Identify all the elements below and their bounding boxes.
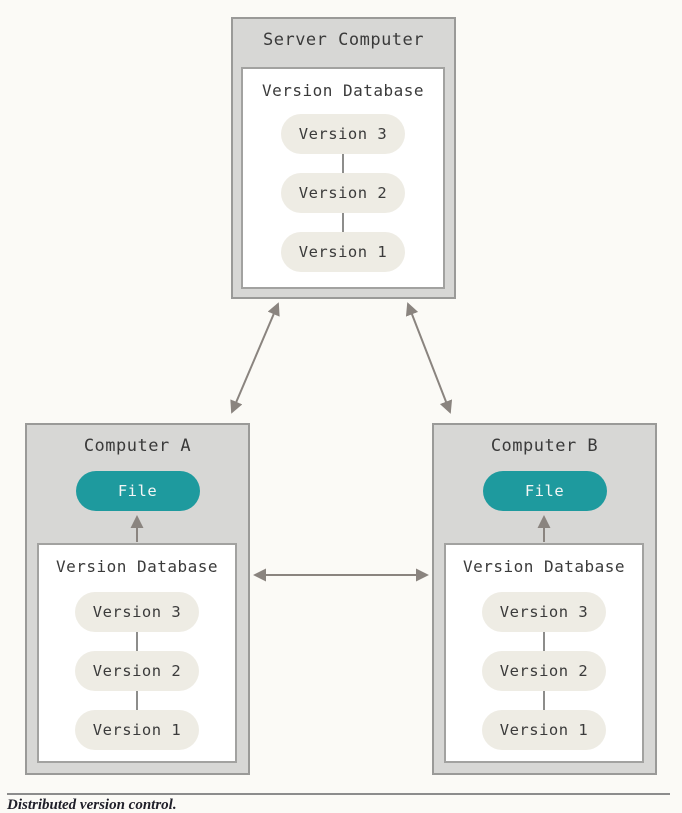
sync-arrow-server-computer-b [405, 302, 453, 414]
computer-a-version-1-pill: Version 1 [75, 710, 199, 750]
version-connector-line [543, 632, 545, 651]
computer-a-version-3-pill: Version 3 [75, 592, 199, 632]
version-connector-line [543, 691, 545, 710]
computer-a-title: Computer A [83, 436, 192, 456]
server-version-database-title: Version Database [261, 81, 425, 100]
server-version-2-pill: Version 2 [281, 173, 405, 213]
computer-a-version-database-title: Version Database [55, 557, 219, 576]
computer-b-version-1-pill: Version 1 [482, 710, 606, 750]
computer-a-box: Computer A File Version Database Version… [25, 423, 250, 775]
computer-b-version-stack: Version 3 Version 2 Version 1 [446, 592, 642, 750]
computer-b-version-3-pill: Version 3 [482, 592, 606, 632]
computer-b-version-database-box: Version Database Version 3 Version 2 Ver… [444, 543, 644, 763]
sync-arrow-server-computer-a [230, 302, 280, 414]
computer-b-title: Computer B [490, 436, 599, 456]
version-connector-line [136, 691, 138, 710]
computer-a-version-2-pill: Version 2 [75, 651, 199, 691]
version-connector-line [342, 213, 344, 232]
computer-a-version-database-box: Version Database Version 3 Version 2 Ver… [37, 543, 237, 763]
figure-caption-block: Distributed version control. [7, 793, 670, 813]
server-computer-box: Server Computer Version Database Version… [231, 17, 456, 299]
server-computer-title: Server Computer [262, 30, 425, 50]
computer-b-version-database-title: Version Database [462, 557, 626, 576]
computer-a-file-pill: File [75, 471, 200, 511]
server-version-1-pill: Version 1 [281, 232, 405, 272]
version-connector-line [342, 154, 344, 173]
computer-a-version-stack: Version 3 Version 2 Version 1 [39, 592, 235, 750]
computer-b-file-pill: File [482, 471, 607, 511]
computer-b-version-2-pill: Version 2 [482, 651, 606, 691]
figure-caption: Distributed version control. [7, 797, 177, 813]
computer-b-box: Computer B File Version Database Version… [432, 423, 657, 775]
server-version-database-box: Version Database Version 3 Version 2 Ver… [241, 67, 445, 289]
server-version-3-pill: Version 3 [281, 114, 405, 154]
server-version-stack: Version 3 Version 2 Version 1 [243, 114, 443, 272]
version-connector-line [136, 632, 138, 651]
